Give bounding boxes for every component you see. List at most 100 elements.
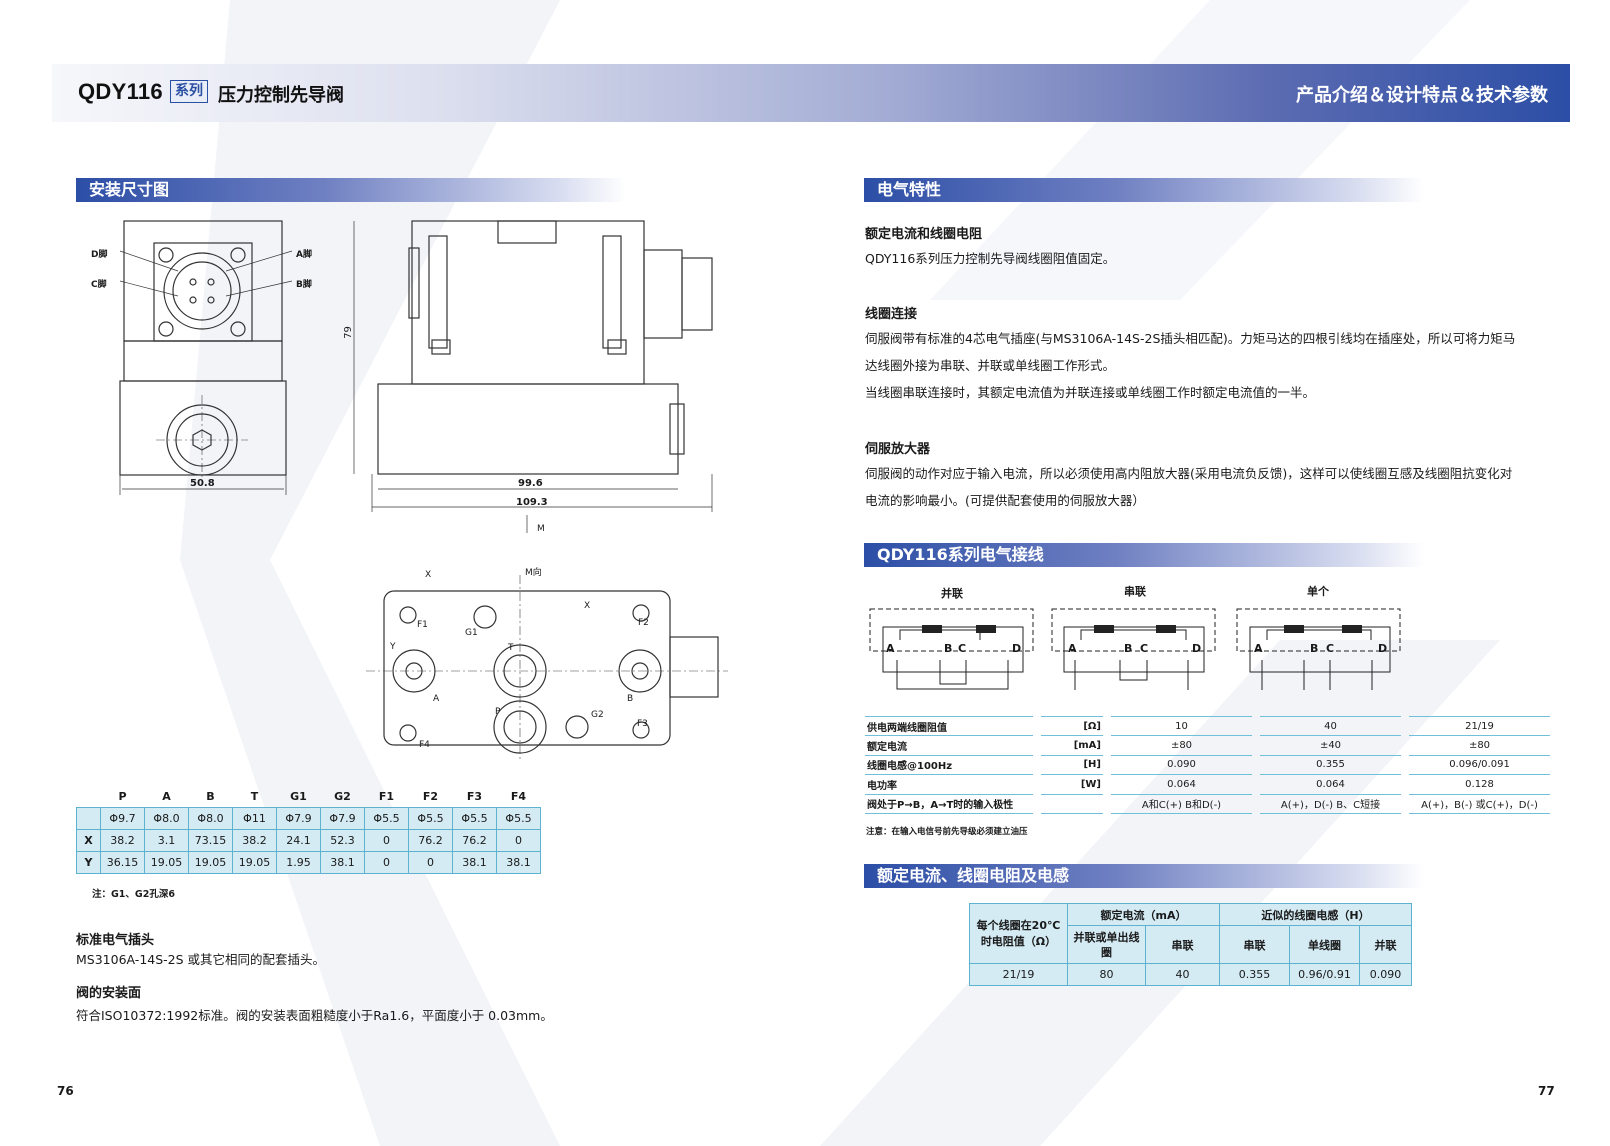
- table-header-row: 并联或单出线圈 串联 串联 单线圈 并联: [970, 925, 1412, 964]
- table-cell: A(+)，D(-) B、C短接: [1260, 793, 1401, 814]
- port-x2-label: X: [584, 601, 591, 611]
- column-header: G1: [290, 790, 307, 804]
- view-m-direction: M向: [525, 568, 542, 578]
- wire-b-label: B: [1124, 642, 1133, 655]
- table-cell: 80: [1067, 963, 1146, 986]
- port-g1-label: G1: [465, 628, 478, 638]
- table-cell: 38.2: [100, 828, 145, 852]
- wire-a-label: A: [886, 642, 895, 655]
- column-header: F3: [466, 790, 483, 804]
- mount-text: 符合ISO10372:1992标准。阀的安装表面粗糙度小于Ra1.6，平面度小于…: [76, 1008, 553, 1023]
- row-label: Y: [76, 850, 101, 874]
- section-electrical: 电气特性: [864, 178, 1424, 202]
- table-cell: 0.096/0.091: [1409, 754, 1550, 776]
- dim-total-length: 109.3: [516, 497, 548, 508]
- table-cell: 38.1: [452, 850, 497, 874]
- table-header-row: 每个线圈在20℃时电阻值（Ω） 额定电流（mA） 近似的线圈电感（H）: [969, 903, 1412, 964]
- wire-b-label: B: [944, 642, 953, 655]
- table-cell: 36.15: [100, 850, 145, 874]
- wire-c-label: C: [1140, 642, 1149, 655]
- table-row: 线圈电感@100Hz [H] 0.090 0.355 0.096/0.091: [865, 754, 1550, 776]
- column-header: F2: [422, 790, 439, 804]
- unit-cell: [W]: [1041, 774, 1103, 795]
- table-cell: 73.15: [188, 828, 233, 852]
- pin-b-label: B脚: [296, 280, 312, 290]
- row-label: 线圈电感@100Hz: [865, 754, 1033, 776]
- view-m-label: M: [537, 524, 545, 534]
- column-header: 并联或单出线圈: [1067, 925, 1146, 964]
- column-header: F4: [510, 790, 527, 804]
- port-f1-label: F1: [417, 620, 428, 630]
- table-row: 21/19 80 40 0.355 0.96/0.91 0.090: [969, 963, 1412, 986]
- page-number-right: 77: [1538, 1084, 1555, 1098]
- coil-text-1: 伺服阀带有标准的4芯电气插座(与MS3106A-14S-2S插头相匹配)。力矩马…: [865, 331, 1516, 346]
- port-dimension-table: P A B T G1 G2 F1 F2 F3 F4 Φ9.7 Φ8.0 Φ8.0…: [76, 787, 541, 874]
- table-cell: 0: [364, 828, 409, 852]
- table-header-row: P A B T G1 G2 F1 F2 F3 F4: [77, 787, 541, 807]
- table-cell: 38.1: [496, 850, 541, 874]
- port-y-label: Y: [390, 642, 396, 652]
- table-cell: ±80: [1111, 735, 1252, 756]
- table-row: 电功率 [W] 0.064 0.064 0.128: [865, 774, 1550, 795]
- table-cell: 21/19: [1409, 715, 1550, 737]
- column-header: 串联: [1145, 925, 1220, 964]
- unit-cell: [mA]: [1041, 735, 1103, 756]
- header-right-title: 产品介绍＆设计特点＆技术参数: [1296, 85, 1548, 106]
- section-install-dimensions: 安装尺寸图: [76, 178, 626, 202]
- table-cell: Φ5.5: [408, 806, 453, 830]
- table-cell: 0.090: [1111, 754, 1252, 776]
- wire-d-label: D: [1378, 642, 1388, 655]
- pin-a-label: A脚: [296, 250, 312, 260]
- wire-b-label: B: [1310, 642, 1319, 655]
- coil-text-2: 达线圈外接为串联、并联或单线圈工作形式。: [865, 358, 1116, 373]
- table-cell: 76.2: [452, 828, 497, 852]
- unit-cell: [1041, 793, 1103, 814]
- table-cell: 0.064: [1111, 774, 1252, 795]
- table-cell: A和C(+) B和D(-): [1111, 793, 1252, 814]
- row-label: 阀处于P→B，A→T时的输入极性: [865, 793, 1033, 814]
- table-cell: 10: [1111, 715, 1252, 737]
- table-cell: 0: [496, 828, 541, 852]
- table-cell: 19.05: [232, 850, 277, 874]
- column-header: 单线圈: [1289, 925, 1360, 964]
- wire-a-label: A: [1254, 642, 1263, 655]
- table-cell: 21/19: [969, 963, 1068, 986]
- coil-heading: 线圈连接: [865, 307, 918, 322]
- electrical-table-note: 注意：在输入电信号前先导级必须建立油压: [866, 827, 1028, 837]
- column-header: F1: [378, 790, 395, 804]
- table-cell: 40: [1145, 963, 1220, 986]
- column-header: A: [162, 790, 171, 804]
- row-label: 供电两端线圈阻值: [865, 715, 1033, 737]
- row-label: 电功率: [865, 774, 1033, 795]
- column-header: T: [250, 790, 259, 804]
- amp-heading: 伺服放大器: [865, 442, 931, 457]
- unit-cell: [H]: [1041, 754, 1103, 776]
- table-cell: 1.95: [276, 850, 321, 874]
- amp-text-1: 伺服阀的动作对应于输入电流，所以必须使用高内阻放大器(采用电流负反馈)，这样可以…: [865, 466, 1513, 481]
- wiring-single-label: 单个: [1307, 585, 1329, 598]
- dim-body-length: 99.6: [518, 478, 543, 489]
- table-cell: 0.96/0.91: [1289, 963, 1360, 986]
- table-cell: 0.355: [1219, 963, 1290, 986]
- port-f2-label: F2: [638, 618, 649, 628]
- row-label: 额定电流: [865, 735, 1033, 756]
- wire-a-label: A: [1068, 642, 1077, 655]
- column-header: 串联: [1219, 925, 1290, 964]
- table-cell: 40: [1260, 715, 1401, 737]
- column-header: 额定电流（mA）: [1067, 903, 1220, 926]
- wire-c-label: C: [1326, 642, 1335, 655]
- wiring-parallel-label: 并联: [941, 587, 963, 600]
- table-cell: 0.128: [1409, 774, 1550, 795]
- coil-text-3: 当线圈串联连接时，其额定电流值为并联连接或单线圈工作时额定电流值的一半。: [865, 385, 1316, 400]
- mount-heading: 阀的安装面: [76, 986, 142, 1001]
- port-b-label: B: [627, 694, 634, 704]
- table-cell: 38.2: [232, 828, 277, 852]
- unit-cell: [Ω]: [1041, 715, 1103, 737]
- table-cell: Φ9.7: [100, 806, 145, 830]
- rated-text: QDY116系列压力控制先导阀线圈阻值固定。: [865, 251, 1116, 266]
- table-cell: A(+)，B(-) 或C(+)，D(-): [1409, 793, 1550, 814]
- pin-c-label: C脚: [91, 280, 107, 290]
- rated-resistance-table: 每个线圈在20℃时电阻值（Ω） 额定电流（mA） 近似的线圈电感（H） 并联或单…: [969, 903, 1412, 986]
- table-row: 供电两端线圈阻值 [Ω] 10 40 21/19: [865, 715, 1550, 737]
